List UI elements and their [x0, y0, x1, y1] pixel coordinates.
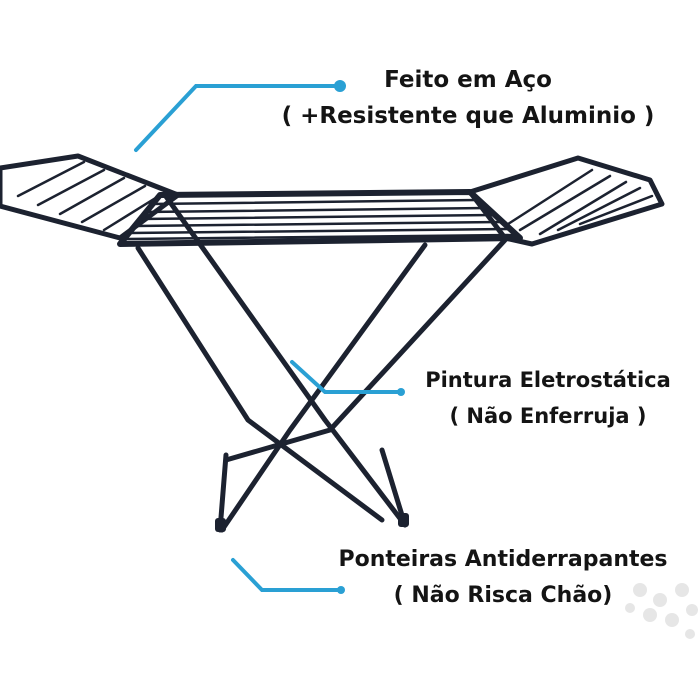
callout-steel-note: ( +Resistente que Aluminio )	[281, 103, 655, 129]
dot-marker-icon	[334, 80, 346, 92]
callout-steel: Feito em Aço ( +Resistente que Aluminio …	[258, 62, 678, 134]
callout-feet-title: Ponteiras Antiderrapantes	[338, 547, 668, 572]
callout-paint: Pintura Eletrostática ( Não Enferruja )	[392, 362, 700, 434]
callout-feet: Ponteiras Antiderrapantes ( Não Risca Ch…	[306, 542, 700, 614]
callout-feet-note: ( Não Risca Chão)	[393, 583, 613, 608]
center-deck	[117, 189, 523, 247]
callout-line-feet	[231, 558, 342, 592]
dot-marker-icon	[397, 388, 405, 396]
callout-steel-title: Feito em Aço	[384, 67, 552, 93]
callout-line-paint	[290, 360, 402, 394]
anti-slip-feet	[215, 513, 409, 532]
callout-lines	[134, 84, 402, 592]
callout-paint-note: ( Não Enferruja )	[449, 404, 647, 428]
callout-line-steel	[134, 84, 340, 152]
dot-marker-icon	[337, 586, 345, 594]
right-wing	[467, 155, 665, 247]
folding-legs	[135, 192, 508, 533]
callout-paint-title: Pintura Eletrostática	[425, 368, 671, 392]
decorative-dots	[625, 583, 698, 639]
callout-markers	[334, 80, 405, 594]
